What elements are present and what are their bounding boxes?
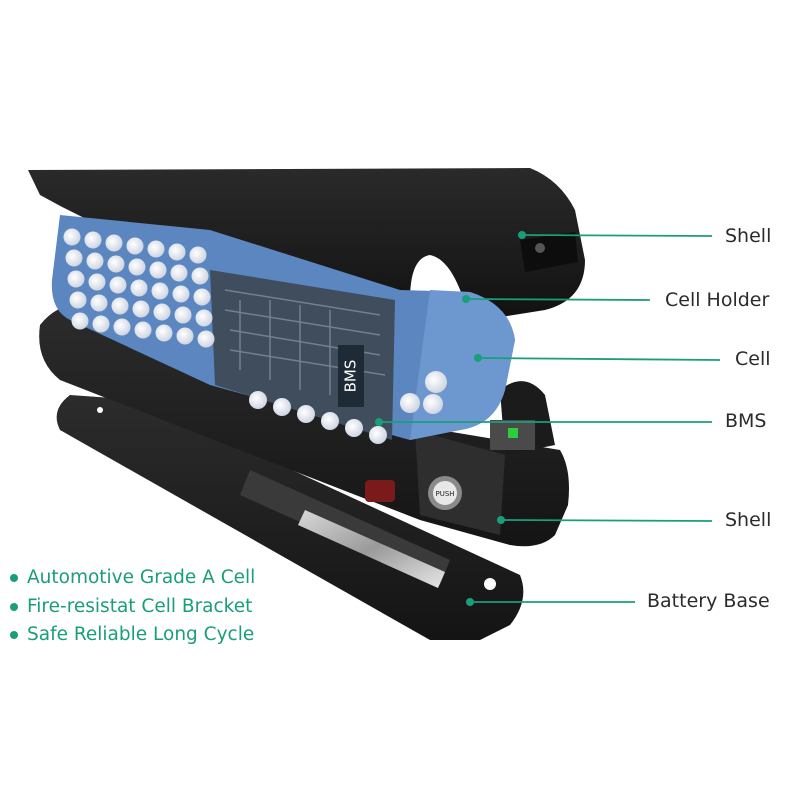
leader-line-shell-top xyxy=(521,234,713,237)
cell-end-icon xyxy=(425,371,447,393)
cell-end-icon xyxy=(90,294,108,312)
cell-end-icon xyxy=(189,246,207,264)
callout-shell-bottom: Shell xyxy=(725,509,772,531)
cell-end-icon xyxy=(195,309,213,327)
cell-end-icon xyxy=(273,398,291,416)
cell-end-icon xyxy=(176,327,194,345)
bms-board-label: BMS xyxy=(342,360,360,393)
callout-cell-holder: Cell Holder xyxy=(665,289,770,311)
leader-line-shell-bottom xyxy=(500,519,713,522)
feature-text: Automotive Grade A Cell xyxy=(27,567,256,588)
mount-hole-icon xyxy=(484,578,496,590)
lock-icon xyxy=(535,243,545,253)
cell-end-icon xyxy=(105,234,123,252)
cell-end-icon xyxy=(130,279,148,297)
bullet-dot-icon xyxy=(10,574,18,583)
cell-end-icon xyxy=(107,255,125,273)
cell-end-icon xyxy=(345,419,363,437)
callout-cell: Cell xyxy=(735,348,771,370)
feature-text: Fire-resistat Cell Bracket xyxy=(27,595,253,617)
battery-base-plate xyxy=(56,395,524,640)
cell-end-icon xyxy=(147,240,165,258)
cell-end-icon xyxy=(88,273,106,291)
push-button-label: PUSH xyxy=(435,490,454,498)
cell-end-icon xyxy=(128,258,146,276)
cell-end-icon xyxy=(65,249,83,267)
callout-bms: BMS xyxy=(725,410,767,432)
cell-end-icon xyxy=(71,312,89,330)
cell-end-icon xyxy=(155,324,173,342)
cell-end-icon xyxy=(126,237,144,255)
cell-end-icon xyxy=(174,306,192,324)
cell-end-icon xyxy=(400,393,420,413)
cell-end-icon xyxy=(297,405,315,423)
feature-text: Safe Reliable Long Cycle xyxy=(27,624,255,645)
cell-end-icon xyxy=(113,318,131,336)
top-shell xyxy=(28,168,585,322)
feature-list: Automotive Grade A Cell Fire-resistat Ce… xyxy=(10,564,255,650)
cell-end-icon xyxy=(63,228,81,246)
bullet-dot-icon xyxy=(10,631,18,640)
cell-end-icon xyxy=(69,291,87,309)
bullet-dot-icon xyxy=(10,602,18,611)
cell-end-icon xyxy=(191,267,209,285)
cell-end-icon xyxy=(369,426,387,444)
cell-end-icon xyxy=(109,276,127,294)
feature-item: Fire-resistat Cell Bracket xyxy=(10,593,255,622)
cell-end-icon xyxy=(172,285,190,303)
feature-item: Safe Reliable Long Cycle xyxy=(10,621,255,650)
leader-line-cell-holder xyxy=(465,298,651,301)
cell-array xyxy=(63,228,447,444)
cell-end-icon xyxy=(170,264,188,282)
leader-dots xyxy=(375,231,526,606)
callout-battery-base: Battery Base xyxy=(647,590,770,612)
cell-end-icon xyxy=(168,243,186,261)
cell-end-icon xyxy=(86,252,104,270)
cell-end-icon xyxy=(423,394,443,414)
leader-lines xyxy=(379,234,721,603)
cell-end-icon xyxy=(132,300,150,318)
callout-shell-top: Shell xyxy=(725,225,772,247)
cell-end-icon xyxy=(149,261,167,279)
cell-end-icon xyxy=(92,315,110,333)
cell-end-icon xyxy=(151,282,169,300)
cell-end-icon xyxy=(197,330,215,348)
cell-end-icon xyxy=(193,288,211,306)
connector-icon xyxy=(365,480,395,502)
cell-end-icon xyxy=(321,412,339,430)
leader-line-cell xyxy=(477,357,721,361)
cell-end-icon xyxy=(111,297,129,315)
feature-item: Automotive Grade A Cell xyxy=(10,564,255,593)
cell-end-icon xyxy=(84,231,102,249)
cell-end-icon xyxy=(153,303,171,321)
cell-end-icon xyxy=(67,270,85,288)
cell-end-icon xyxy=(249,391,267,409)
cell-end-icon xyxy=(134,321,152,339)
